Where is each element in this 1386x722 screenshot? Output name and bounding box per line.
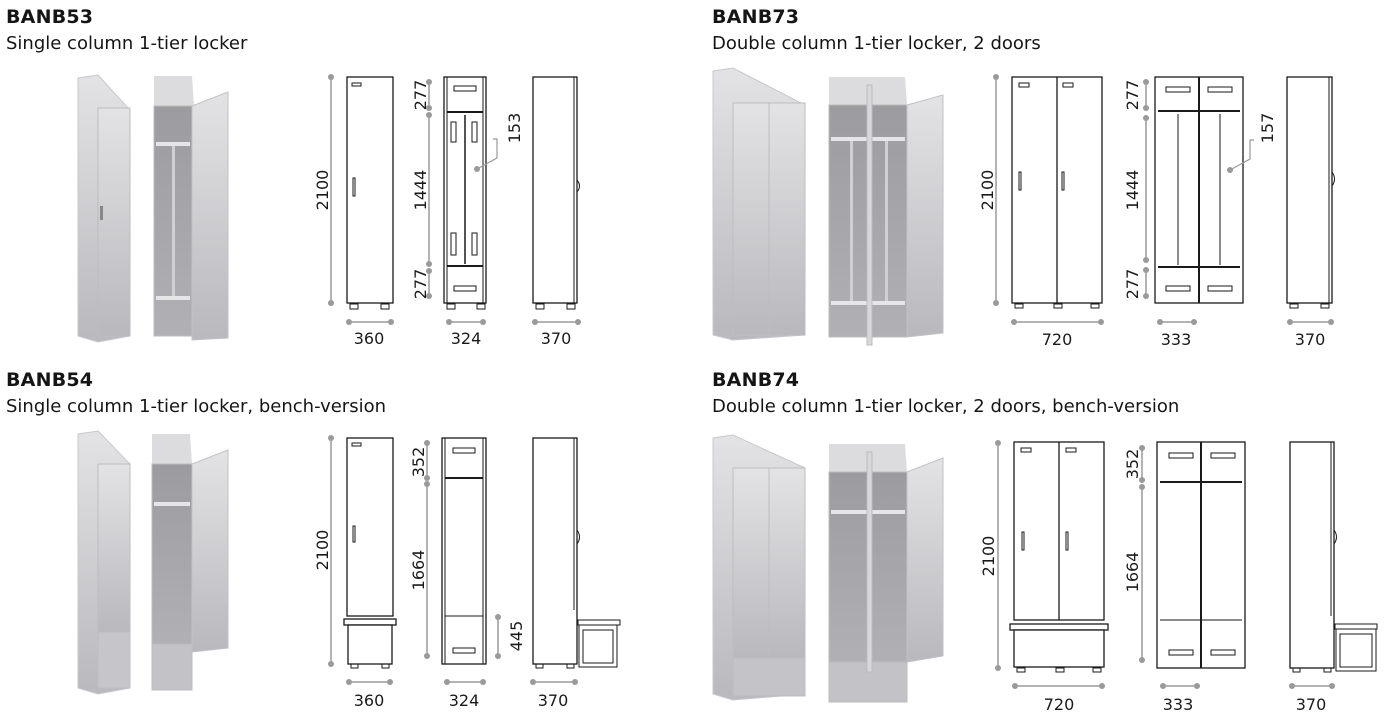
svg-text:333: 333 xyxy=(1161,330,1192,349)
svg-text:277: 277 xyxy=(1123,80,1142,111)
svg-text:1444: 1444 xyxy=(411,170,430,211)
svg-text:324: 324 xyxy=(449,691,480,710)
svg-text:2100: 2100 xyxy=(313,530,332,571)
svg-text:720: 720 xyxy=(1044,695,1075,714)
svg-text:324: 324 xyxy=(451,329,482,348)
svg-text:1664: 1664 xyxy=(409,550,428,591)
drawing-banb53: 2100 360 277 1444 277 153 324 370 xyxy=(313,74,581,348)
svg-text:2100: 2100 xyxy=(978,170,997,211)
svg-text:277: 277 xyxy=(411,269,430,300)
svg-text:277: 277 xyxy=(411,80,430,111)
drawing-banb54: 2100 360 352 1664 445 324 370 xyxy=(313,435,621,710)
drawing-banb74: 2100 720 352 1664 333 370 xyxy=(979,440,1378,714)
svg-text:370: 370 xyxy=(1296,695,1327,714)
photo-banb53 xyxy=(77,74,229,343)
svg-text:1444: 1444 xyxy=(1123,170,1142,211)
svg-text:360: 360 xyxy=(354,329,385,348)
product-code: BANB54 xyxy=(6,369,94,391)
svg-text:277: 277 xyxy=(1123,269,1142,300)
svg-text:370: 370 xyxy=(1295,330,1326,349)
svg-text:360: 360 xyxy=(354,691,385,710)
product-description: Single column 1-tier locker xyxy=(6,33,248,54)
svg-text:445: 445 xyxy=(507,621,526,652)
svg-text:153: 153 xyxy=(505,113,524,144)
product-description: Double column 1-tier locker, 2 doors, be… xyxy=(712,396,1180,417)
svg-text:157: 157 xyxy=(1258,113,1277,144)
svg-text:370: 370 xyxy=(538,691,569,710)
drawing-banb73: 2100 720 277 1444 277 157 333 370 xyxy=(978,74,1335,349)
product-code: BANB74 xyxy=(712,369,800,391)
product-code: BANB73 xyxy=(712,6,800,28)
svg-text:333: 333 xyxy=(1163,695,1194,714)
svg-text:370: 370 xyxy=(541,329,572,348)
product-code: BANB53 xyxy=(6,6,94,28)
photo-banb73 xyxy=(712,67,944,346)
photo-banb54 xyxy=(77,430,229,695)
svg-text:2100: 2100 xyxy=(979,536,998,577)
product-description: Double column 1-tier locker, 2 doors xyxy=(712,33,1041,54)
photo-banb74 xyxy=(712,434,944,703)
svg-text:720: 720 xyxy=(1042,330,1073,349)
svg-text:352: 352 xyxy=(1123,449,1142,480)
svg-text:1664: 1664 xyxy=(1123,552,1142,593)
product-description: Single column 1-tier locker, bench-versi… xyxy=(6,396,387,417)
svg-text:2100: 2100 xyxy=(313,170,332,211)
svg-text:352: 352 xyxy=(409,447,428,478)
